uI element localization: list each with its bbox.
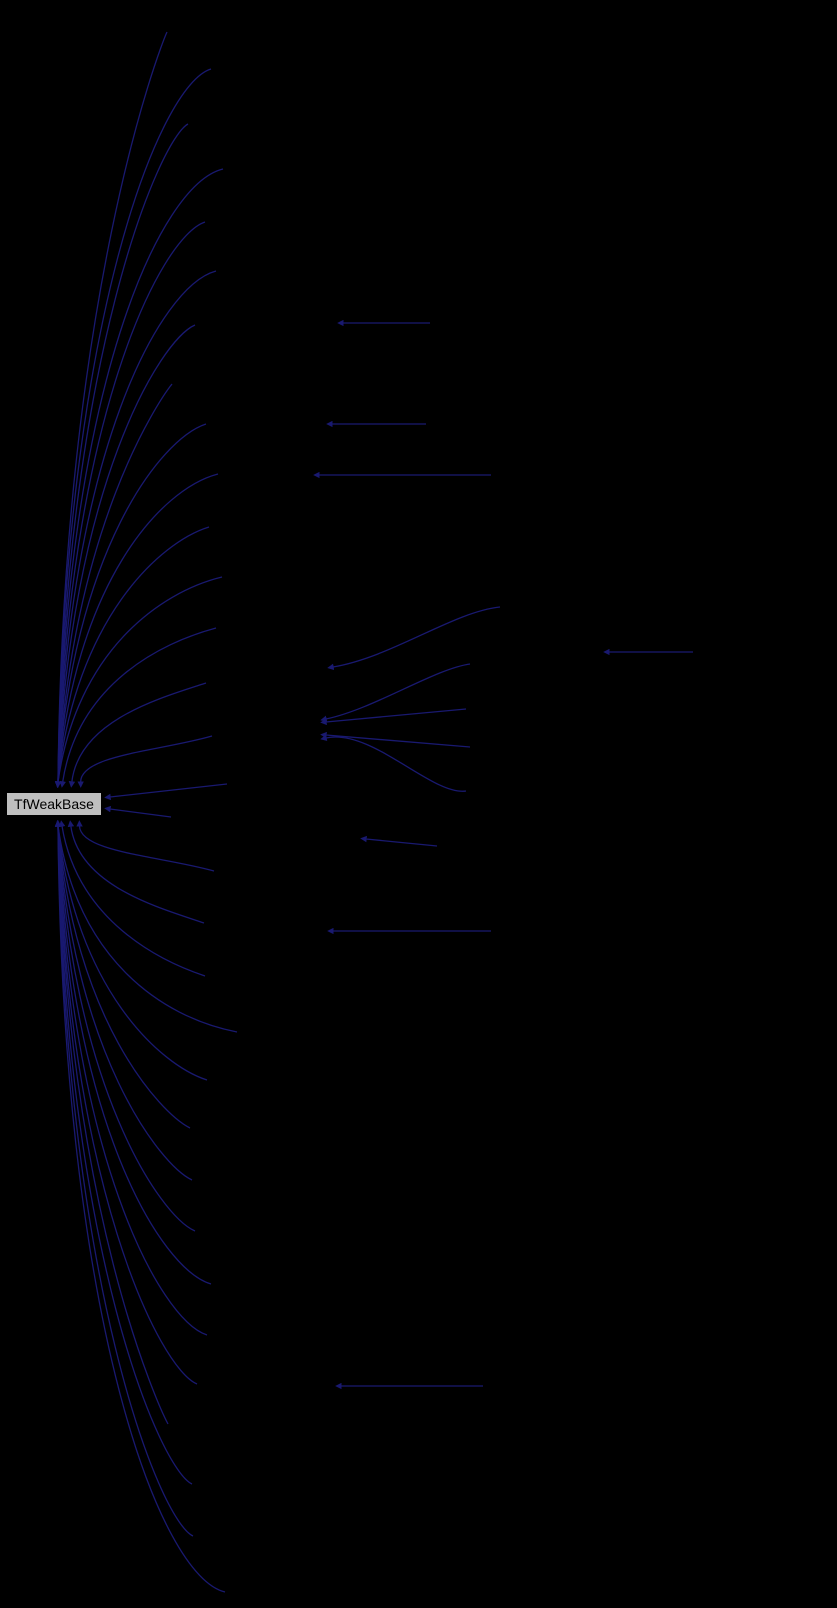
inheritance-edge: [54, 820, 193, 1485]
inheritance-edge: [54, 168, 224, 788]
inheritance-edge: [76, 820, 215, 872]
second-level-edges: [313, 319, 501, 1390]
inheritance-edge: [54, 473, 219, 788]
inheritance-edge: [54, 423, 207, 788]
inheritance-edge: [54, 270, 217, 788]
inheritance-edge: [68, 682, 207, 788]
inheritance-edge: [54, 383, 173, 788]
inheritance-edge: [54, 820, 198, 1385]
inheritance-edge: [54, 31, 168, 788]
inheritance-edge: [54, 820, 169, 1425]
inheritance-edge: [327, 606, 501, 671]
node-tfweakbase[interactable]: TfWeakBase: [6, 792, 102, 816]
inheritance-edge: [360, 835, 438, 847]
inheritance-edge: [54, 820, 191, 1129]
node-label: TfWeakBase: [14, 796, 94, 812]
inheritance-edge: [54, 820, 226, 1593]
inheritance-edge: [104, 783, 228, 801]
inheritance-edge: [54, 526, 210, 788]
inheritance-edge: [54, 68, 212, 788]
inheritance-edge: [54, 820, 208, 1081]
direct-derived-edges: [54, 31, 238, 1593]
inheritance-edge: [320, 663, 471, 723]
inheritance-edge: [320, 734, 467, 792]
inheritance-edge: [58, 820, 206, 977]
inheritance-edge: [54, 820, 238, 1033]
inheritance-edge: [54, 820, 208, 1336]
inheritance-edge: [54, 820, 194, 1537]
inheritance-edge: [54, 221, 206, 788]
inheritance-edge: [54, 123, 189, 788]
inheritance-edge: [59, 627, 217, 788]
inheritance-edge: [320, 708, 467, 726]
inheritance-edge: [104, 805, 172, 818]
inheritance-edge: [54, 820, 193, 1181]
inheritance-edge: [54, 820, 212, 1285]
inheritance-edge: [54, 576, 223, 788]
inheritance-edge: [54, 324, 196, 788]
inheritance-edge: [67, 820, 205, 924]
inheritance-edge: [54, 820, 196, 1232]
inheritance-edge: [320, 731, 471, 748]
inheritance-edge: [77, 735, 213, 788]
